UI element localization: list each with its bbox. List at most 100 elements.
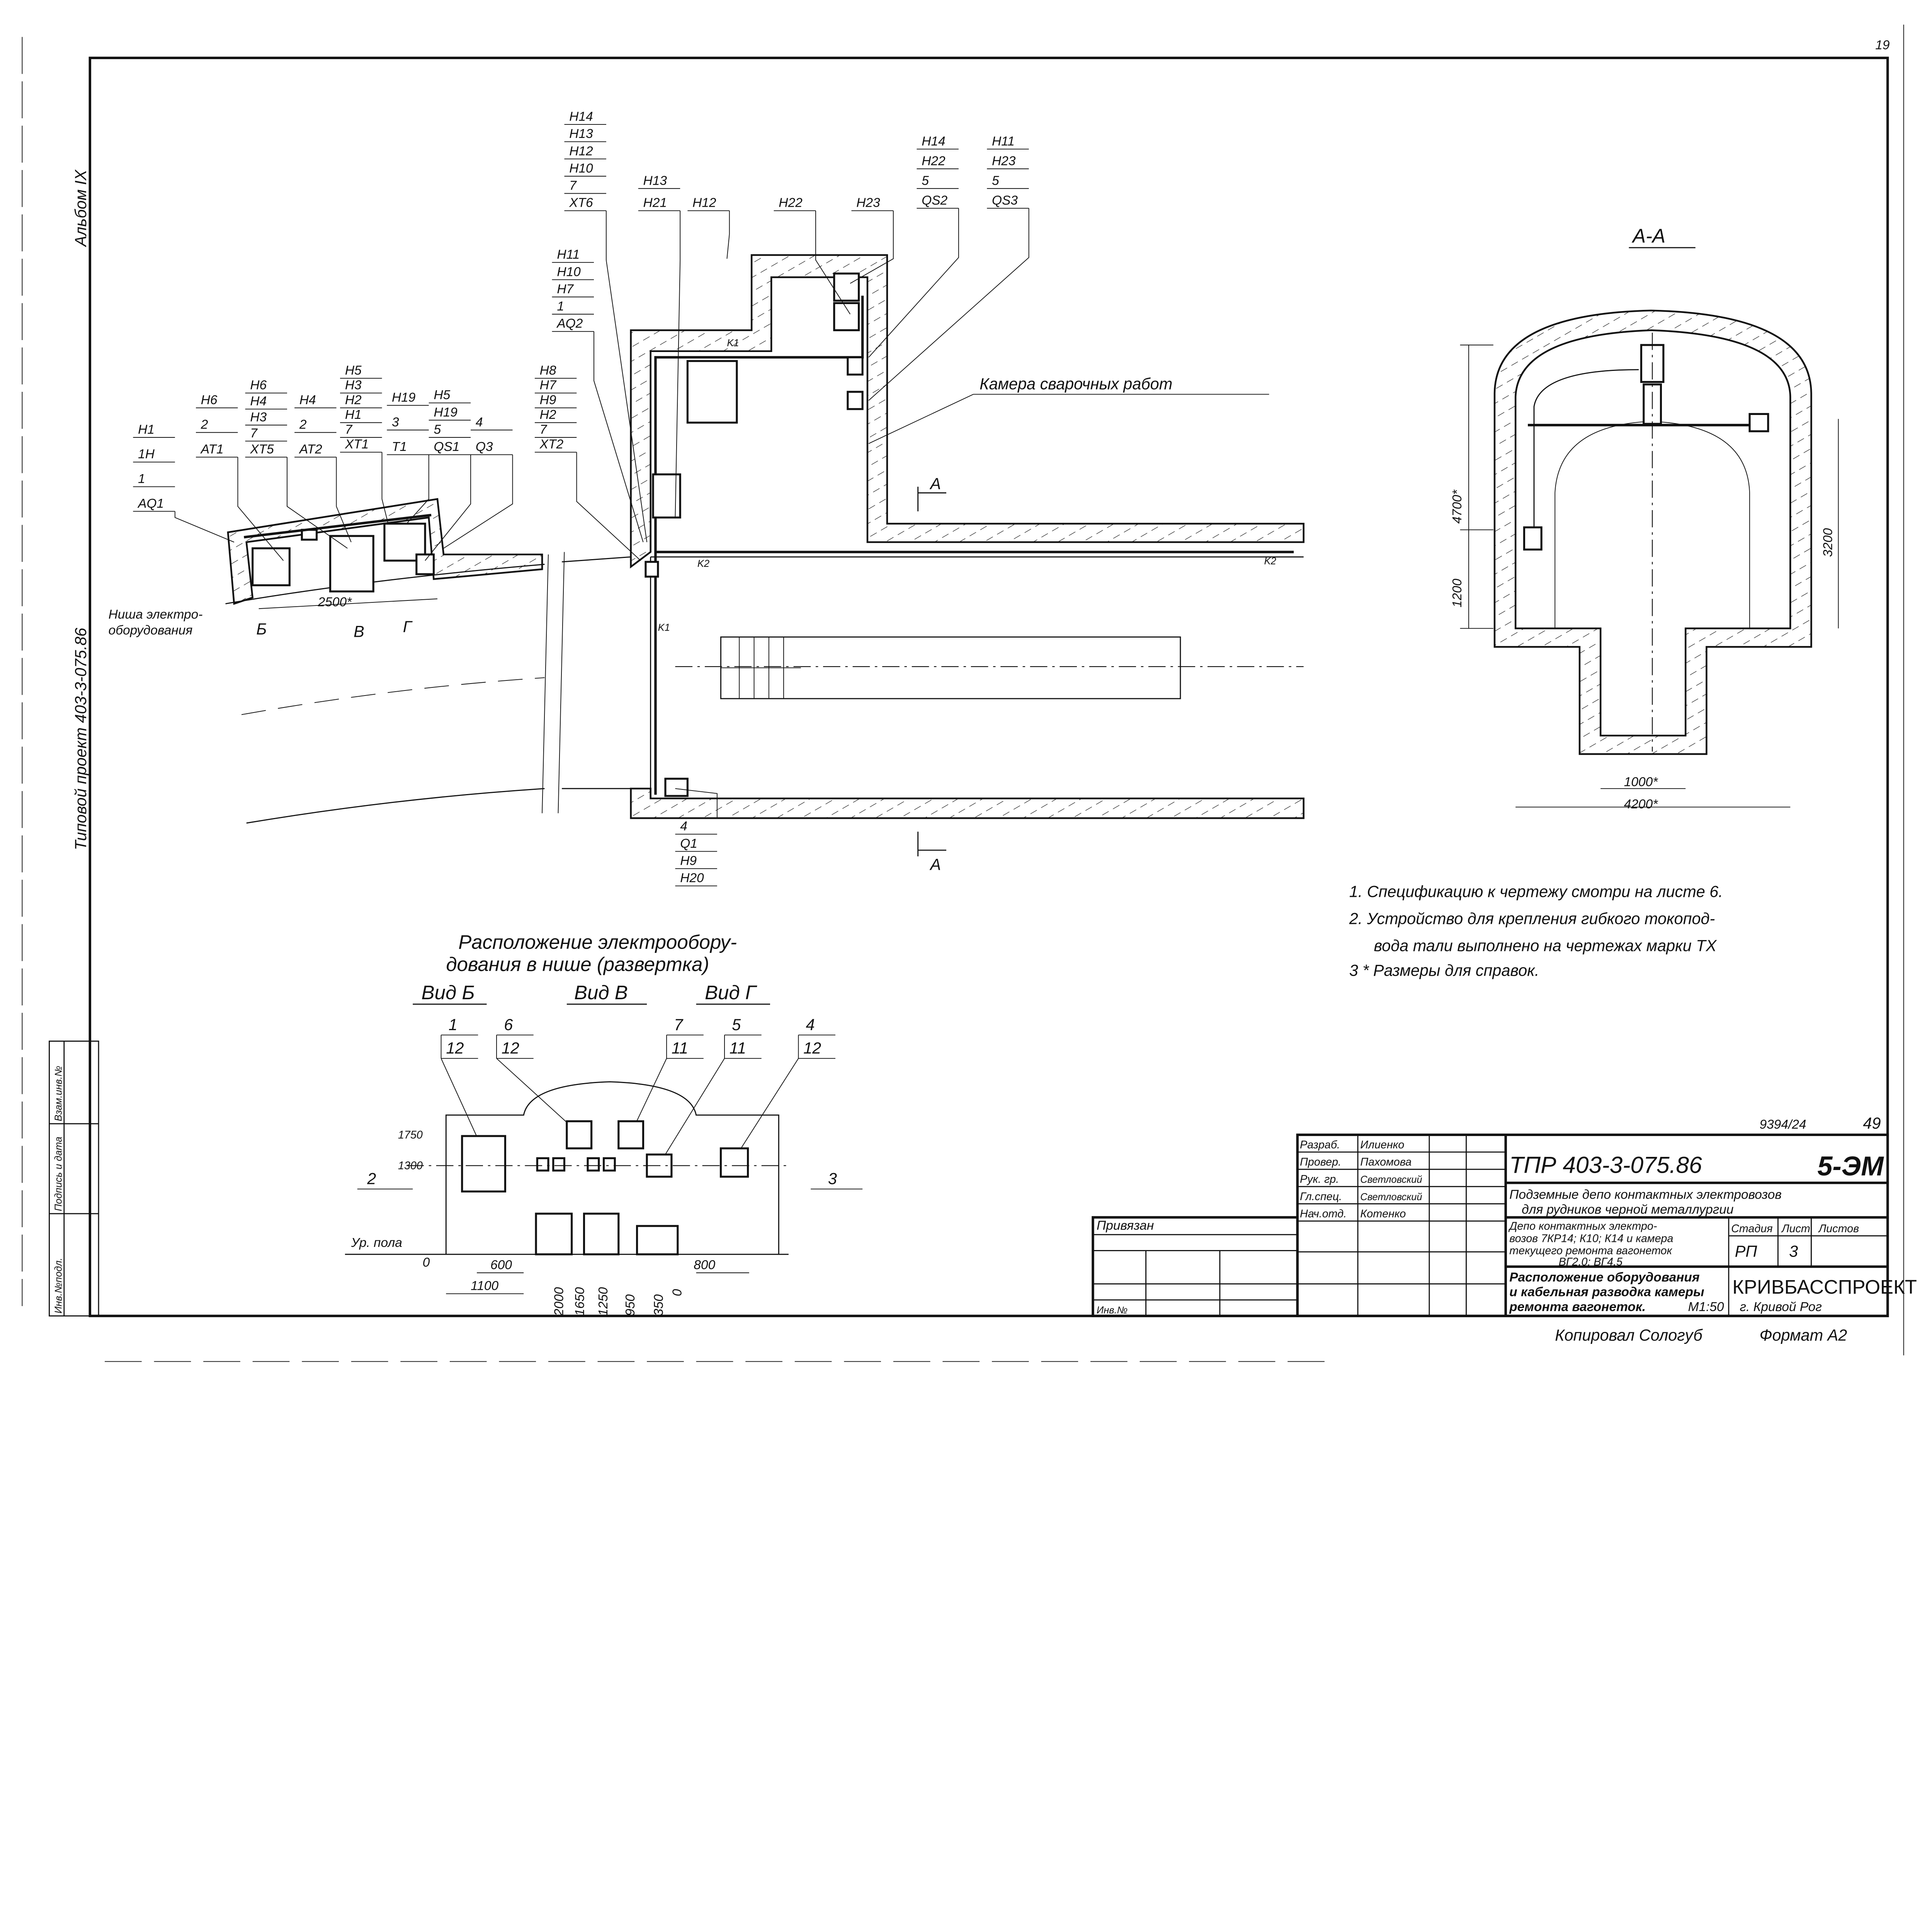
callout-label: H12 [692,196,716,210]
object-4: ВГ2,0; ВГ4,5 [1559,1256,1623,1268]
sheet-value: 3 [1789,1242,1798,1260]
drawing-title-2: и кабельная разводка камеры [1509,1285,1704,1299]
stage-value: РП [1735,1242,1758,1260]
callout-label: QS3 [992,193,1018,207]
name-4: Светловский [1360,1192,1422,1202]
org-name: КРИВБАССПРОЕКТ [1732,1276,1917,1298]
project-label: Типовой проект 403-3-075.86 [71,628,90,850]
callout-label: Q1 [680,837,697,851]
height-1300: 1300 [398,1160,423,1172]
callout-label: H3 [345,378,362,393]
callout-label: H23 [856,196,880,210]
callout-label: H9 [680,854,697,868]
view-mark-g: Г [403,617,413,636]
note-2: 2. Устройство для крепления гибкого токо… [1349,910,1715,928]
cable-mark-k1: K1 [727,338,739,349]
side-mark-2: 2 [367,1169,376,1187]
cable-mark-k2b: K2 [1264,556,1276,566]
callout-label: H11 [992,134,1015,148]
callout-label: H4 [299,393,316,407]
callout-leader [174,511,235,543]
dim-v-1250: 1250 [596,1287,611,1316]
callout-leader [868,208,1029,401]
sheet-header: Лист [1781,1223,1810,1235]
callout-label: 5 [992,173,999,188]
callout-label: 7 [250,426,258,440]
callout-label: H22 [779,196,803,210]
role-1: Разраб. [1300,1139,1340,1151]
callout-leader [594,331,644,543]
callout-leader [675,788,718,818]
callout-label: 4 [680,819,687,833]
callout-label: XT6 [569,196,593,210]
dim-v-350: 350 [652,1294,666,1316]
callout-leader [576,452,641,561]
object-1: Депо контактных электро- [1508,1220,1657,1232]
drawing-frame: 19 [22,24,1904,1355]
callout-label: H10 [557,265,581,279]
callout-label: XT1 [345,437,369,452]
niche-callout-top: 1 [449,1015,457,1034]
tied-label: Привязан [1097,1218,1154,1233]
callout-label: H4 [250,394,267,408]
notes: 1. Спецификацию к чертежу смотри на лист… [1349,882,1723,979]
niche-callout-bottom: 12 [446,1039,464,1057]
name-1: Илиенко [1360,1139,1404,1151]
callout-label: 5 [434,422,441,437]
callout-label: H6 [201,393,218,407]
sheet-code: 5-ЭМ [1817,1151,1884,1181]
callout-leader [850,211,894,284]
dim-1100: 1100 [471,1279,498,1293]
callout-label: H14 [569,109,593,124]
left-stamp: Инв.№подл. Подпись и дата Взам.инв.№ [49,1041,99,1317]
inv-label: Инв.№ [1097,1305,1128,1316]
corner-number: 19 [1875,38,1889,53]
callout-label: H12 [569,144,593,158]
engineering-drawing: 19 Альбом IX Типовой проект 403-3-075.86… [22,24,1917,1362]
niche-label-2: оборудования [109,623,193,638]
dim-v-1650: 1650 [573,1287,587,1316]
dim-4200: 4200* [1624,797,1658,811]
callout-label: Q3 [476,440,493,454]
callout-label: H20 [680,871,704,885]
section-a-a: А-А 4700* 1200 3200 1000* 4200* [1450,225,1839,811]
callout-leader [381,452,389,524]
callout-label: H22 [922,154,946,168]
sheets-header: Листов [1818,1223,1859,1235]
callout-leader [675,211,681,518]
callout-label: 7 [569,179,577,193]
callout-leader [425,454,471,561]
stamp-inv: Инв.№подл. [53,1258,64,1313]
niche-callout-top: 5 [732,1015,741,1034]
dim-1200: 1200 [1450,578,1464,607]
niche-callout-leader [659,1058,725,1165]
callout-leader [336,457,352,543]
callout-group: H11H1AQ1H62AT1H6H4H37XT5H42AT2H5H3H2H17X… [133,109,1029,886]
view-mark-b: Б [256,620,267,638]
callout-label: H1 [345,408,362,422]
drawing-title-3: ремонта вагонеток. [1509,1300,1646,1314]
callout-label: H21 [643,196,667,210]
callout-leader [726,211,730,259]
dim-1000: 1000* [1624,775,1658,789]
niche-callout-top: 6 [504,1015,513,1034]
niche-callout-bottom: 11 [730,1039,746,1057]
callout-label: H13 [643,173,667,188]
view-b-title: Вид Б [422,981,475,1003]
callout-label: 1H [138,447,155,461]
name-3: Светловский [1360,1174,1422,1185]
plan-view: Ниша электро- оборудования 2500* Б В Г A… [109,109,1304,886]
callout-leader [443,454,513,549]
role-3: Рук. гр. [1300,1173,1339,1185]
archive-number: 9394/24 [1760,1117,1806,1132]
niche-callout-top: 4 [806,1015,815,1034]
callout-label: 3 [392,415,399,429]
callout-label: 5 [922,173,929,188]
callout-label: H6 [250,378,267,393]
niche-title-2: дования в нише (развертка) [446,953,709,975]
project-title-1: Подземные депо контактных электровозов [1509,1188,1782,1202]
format: Формат А2 [1760,1326,1847,1344]
view-mark-v: В [354,622,364,641]
drawing-title-1: Расположение оборудования [1509,1270,1700,1284]
project-title-2: для рудников черной металлургии [1522,1202,1733,1217]
